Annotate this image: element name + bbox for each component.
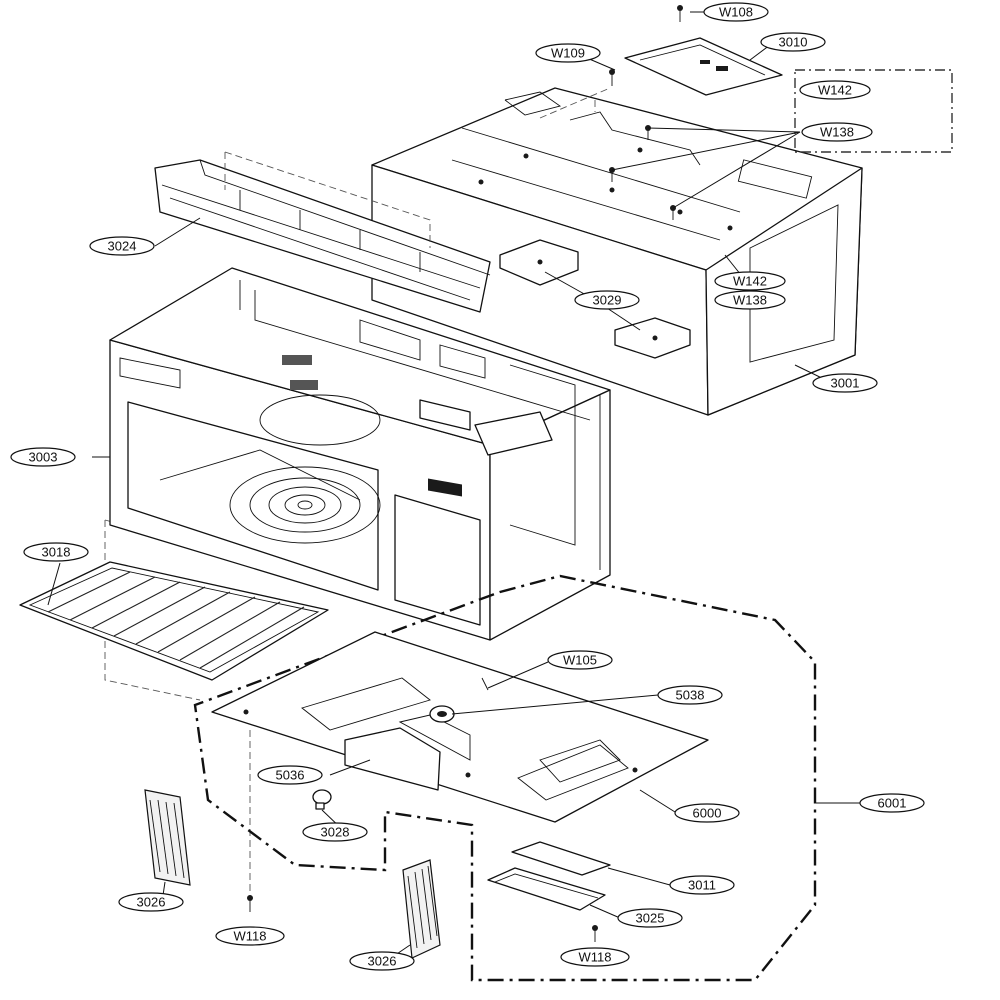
label-text-3011: 3011	[688, 878, 716, 893]
label-text-w138-top: W138	[820, 125, 854, 140]
label-3026-left: 3026	[118, 892, 184, 912]
label-text-w142-mid: W142	[733, 274, 767, 289]
label-text-w142-top: W142	[818, 83, 852, 98]
label-3010: 3010	[760, 32, 826, 52]
label-text-5036: 5036	[276, 768, 305, 783]
label-text-w138-mid: W138	[733, 293, 767, 308]
label-w118-left: W118	[215, 926, 285, 946]
lamp-holder-3025	[487, 867, 606, 911]
label-text-w109: W109	[551, 46, 585, 61]
label-3024: 3024	[89, 236, 155, 256]
label-w109: W109	[535, 43, 601, 63]
grease-filter-3026-right	[402, 859, 441, 959]
label-w108: W108	[703, 2, 769, 22]
label-3029: 3029	[574, 290, 640, 310]
label-text-5038: 5038	[676, 688, 705, 703]
label-text-6000: 6000	[693, 806, 722, 821]
label-3028: 3028	[302, 822, 368, 842]
bulb-3028	[312, 789, 332, 810]
lamp-cover-3011	[511, 841, 611, 876]
label-w138-mid: W138	[714, 290, 786, 310]
label-text-w118-left: W118	[234, 929, 267, 944]
label-3018: 3018	[23, 542, 89, 562]
label-text-3029: 3029	[593, 293, 622, 308]
label-3001: 3001	[812, 373, 878, 393]
label-3003: 3003	[10, 447, 76, 467]
label-w142-mid: W142	[714, 271, 786, 291]
vent-plate-3010	[624, 37, 783, 96]
assembly-boundary-6001	[193, 574, 817, 982]
label-w118-right: W118	[560, 947, 630, 967]
label-text-3018: 3018	[42, 545, 71, 560]
label-text-w105: W105	[563, 653, 597, 668]
label-w105: W105	[547, 650, 613, 670]
bracket-3029	[499, 239, 691, 359]
rack-3018	[19, 561, 329, 681]
label-text-3025: 3025	[636, 911, 665, 926]
label-text-w118-right: W118	[579, 950, 612, 965]
label-text-6001: 6001	[878, 796, 907, 811]
label-text-w108: W108	[719, 5, 753, 20]
label-3011: 3011	[669, 875, 735, 895]
w118-screws	[247, 895, 598, 942]
label-text-3003: 3003	[29, 450, 58, 465]
inner-cavity-3003	[109, 267, 611, 641]
base-plate-6000	[211, 631, 709, 823]
label-w142-top: W142	[799, 80, 871, 100]
label-text-3026-left: 3026	[137, 895, 166, 910]
label-w138-top: W138	[801, 122, 873, 142]
label-3025: 3025	[617, 908, 683, 928]
vent-grille-3024	[154, 159, 491, 313]
label-text-3010: 3010	[779, 35, 808, 50]
outer-case-3001	[371, 87, 863, 416]
label-text-3026-right: 3026	[368, 954, 397, 969]
label-6001: 6001	[859, 793, 925, 813]
label-5038: 5038	[657, 685, 723, 705]
label-3026-right: 3026	[349, 951, 415, 971]
label-5036: 5036	[257, 765, 323, 785]
label-text-3001: 3001	[831, 376, 860, 391]
label-6000: 6000	[674, 803, 740, 823]
label-text-3024: 3024	[108, 239, 137, 254]
grease-filter-3026-left	[144, 789, 191, 886]
label-text-3028: 3028	[321, 825, 350, 840]
